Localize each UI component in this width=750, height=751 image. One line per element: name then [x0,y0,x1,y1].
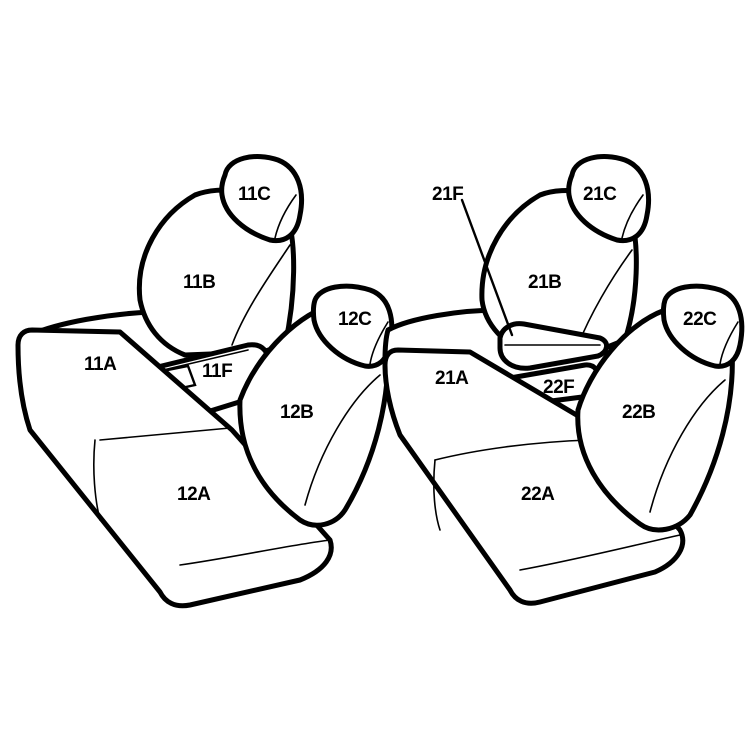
label-11a: 11A [84,354,117,375]
seat-21f-armrest [460,198,609,371]
label-11c: 11C [238,184,271,205]
seat-22a-cushion [382,347,686,606]
label-22b: 22B [622,402,655,423]
label-22f: 22F [543,377,574,398]
seat-22b-backrest [575,304,735,533]
label-21b: 21B [528,272,561,293]
seat-22c-headrest [660,283,745,369]
label-21c: 21C [583,184,617,205]
label-21a: 21A [435,368,469,389]
seat-12a-cushion [15,327,334,609]
label-22c: 22C [683,309,717,330]
label-12c: 12C [338,309,372,330]
right-seat-group [382,154,745,606]
seat-21c-headrest [566,154,652,244]
label-22a: 22A [521,484,555,505]
callout-line-21f [460,198,514,337]
label-12a: 12A [177,484,211,505]
label-12b: 12B [280,402,313,423]
part-labels: 11C 11B 11A 11F 12C 12B 12A 21C 21F 21B … [84,184,718,505]
label-11f: 11F [202,361,232,382]
left-seat-group [15,154,395,609]
label-11b: 11B [183,272,215,293]
label-21f: 21F [432,184,463,205]
seat-11c-headrest [219,154,305,244]
